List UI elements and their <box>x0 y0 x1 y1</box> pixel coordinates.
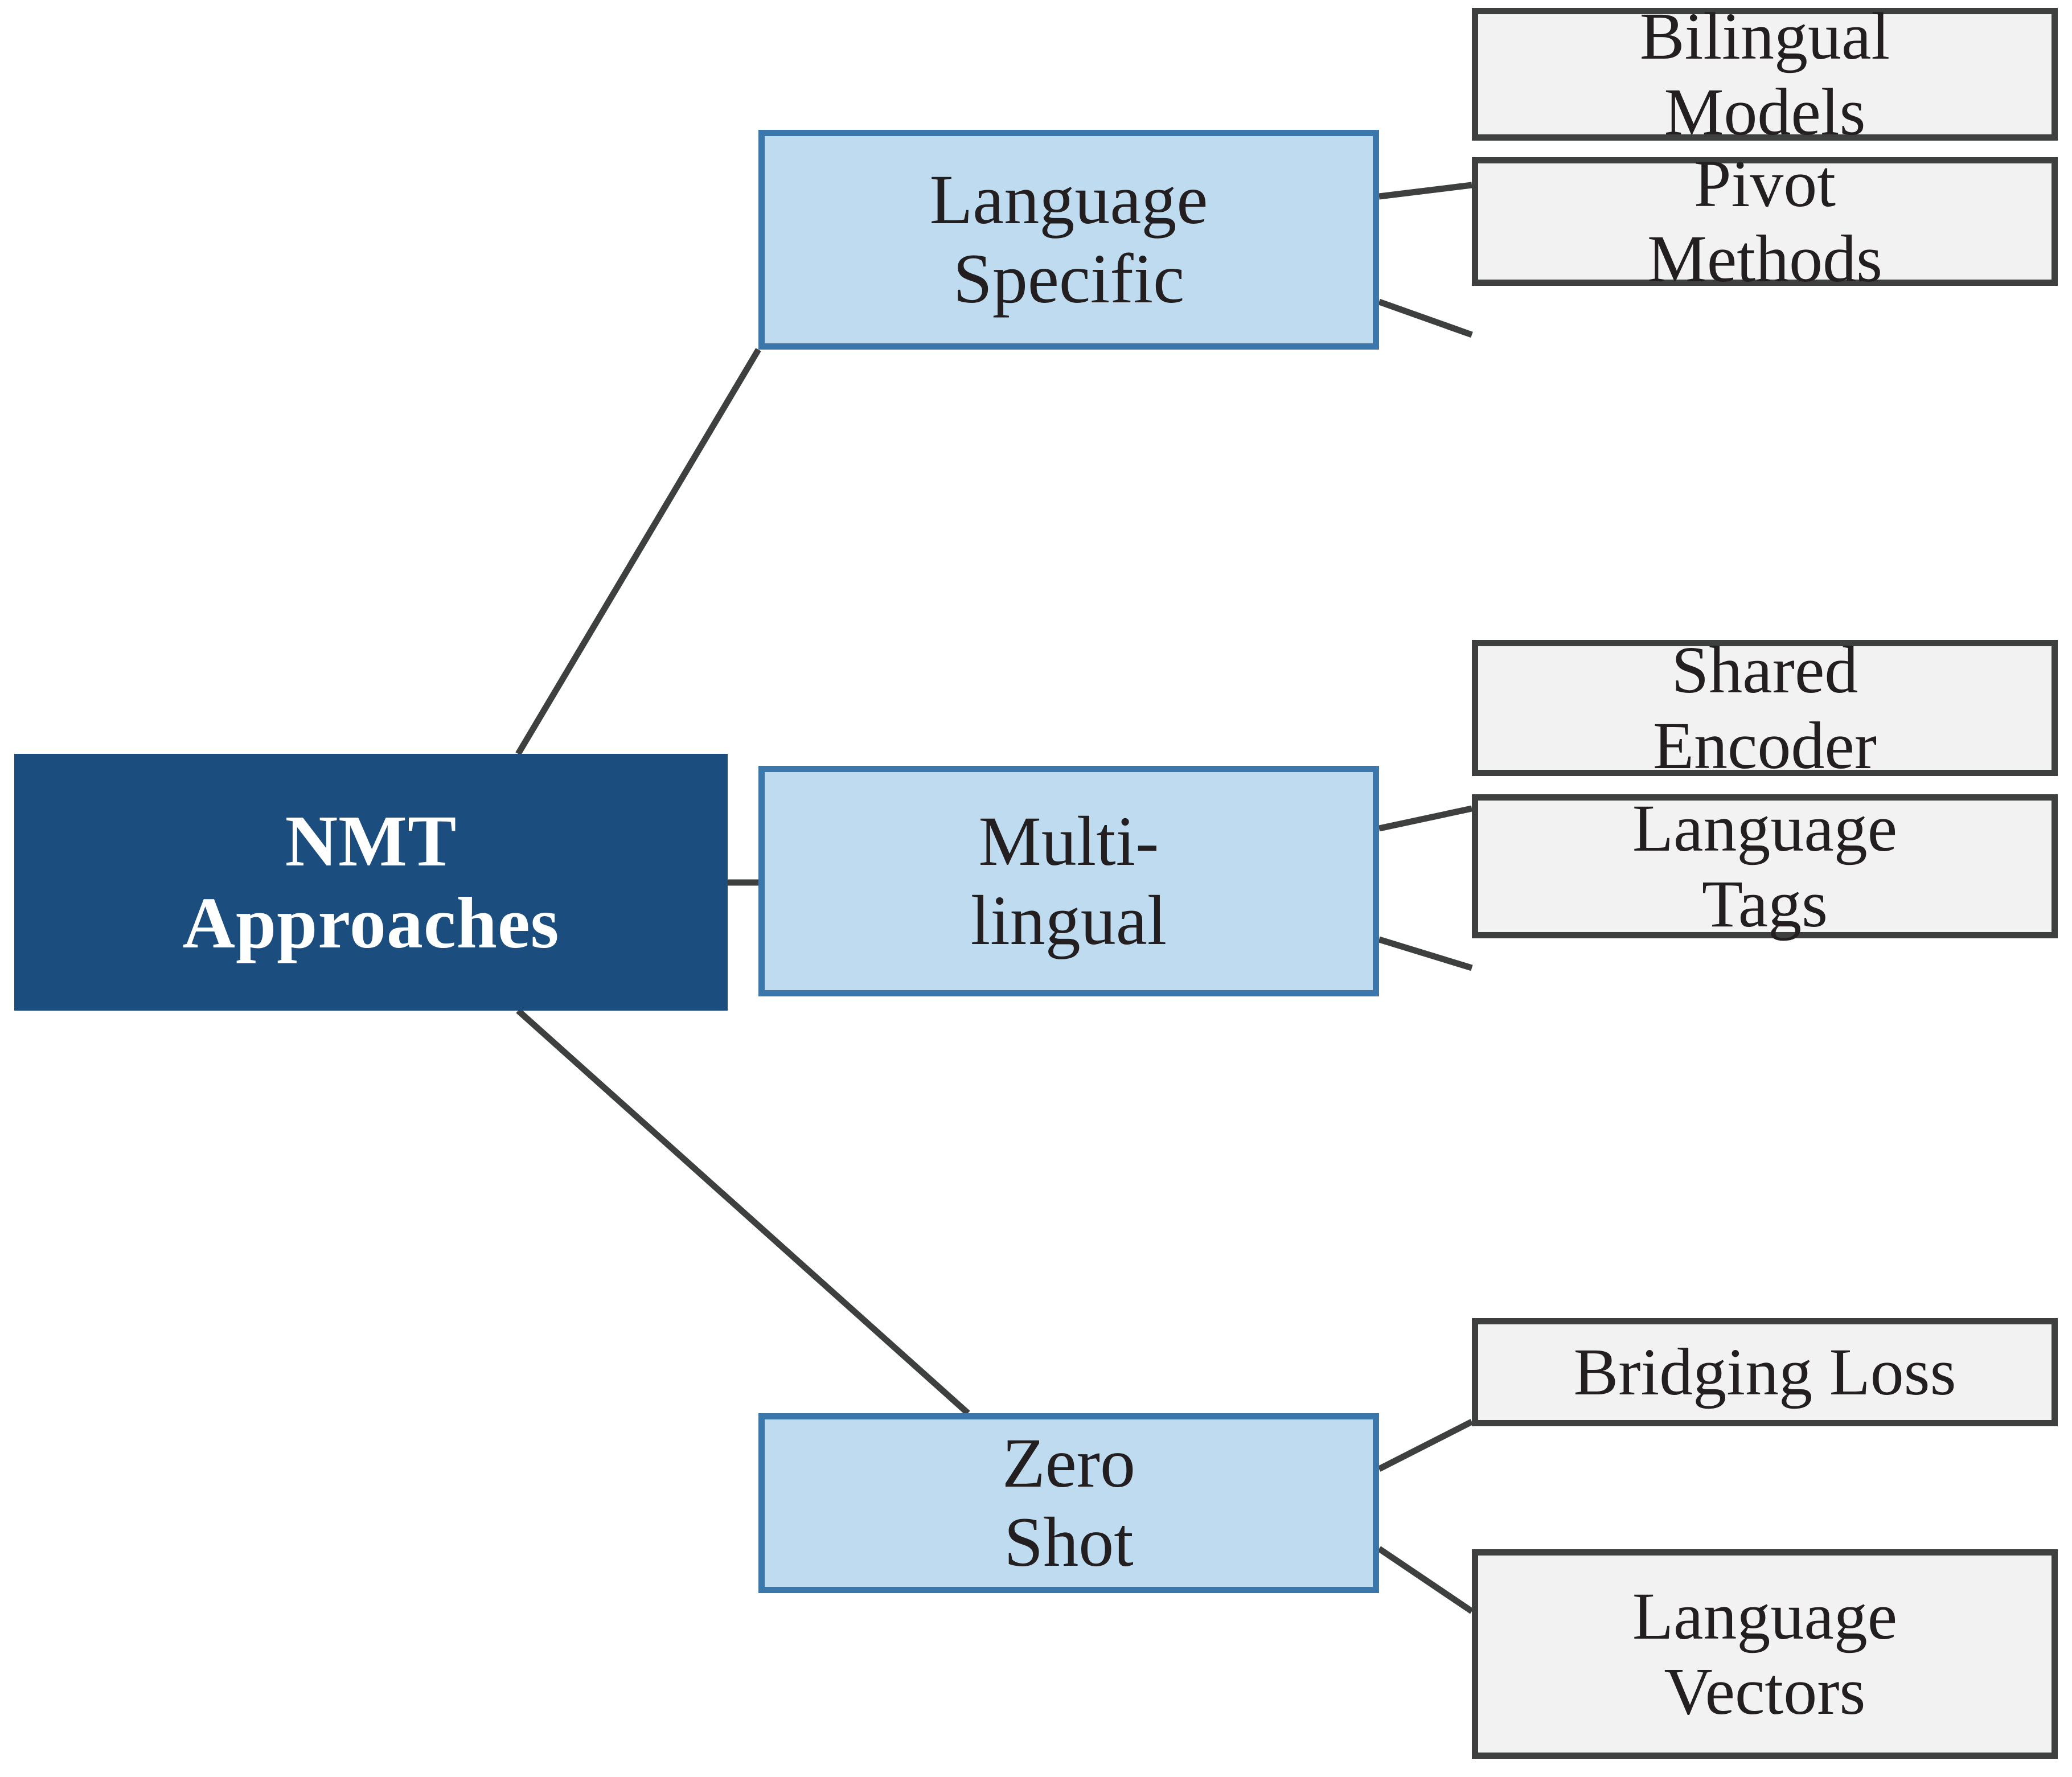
node-language-vectors[interactable]: Language Vectors <box>1472 1549 2058 1759</box>
edge-language-specific-to-pivot-methods <box>1378 298 1473 338</box>
node-zero-shot[interactable]: Zero Shot <box>758 1413 1379 1593</box>
node-label: Zero Shot <box>1002 1424 1136 1581</box>
edge-root-to-zero-shot <box>516 1008 970 1416</box>
node-bilingual-models[interactable]: Bilingual Models <box>1472 0 2058 149</box>
node-label: Multi- lingual <box>970 802 1167 959</box>
node-label: NMT Approaches <box>182 801 560 963</box>
edge-multilingual-to-shared-encoder <box>1378 805 1473 832</box>
node-pivot-methods[interactable]: Pivot Methods <box>1472 146 2058 296</box>
node-label: Pivot Methods <box>1647 146 1882 296</box>
node-language-tags[interactable]: Language Tags <box>1472 791 2058 941</box>
edge-zero-shot-to-language-vectors <box>1377 1546 1474 1614</box>
node-label: Language Vectors <box>1632 1578 1898 1729</box>
node-label: Language Tags <box>1632 791 1898 941</box>
edge-root-to-language-specific <box>515 348 761 756</box>
edge-language-specific-to-bilingual-models <box>1378 182 1472 200</box>
edge-zero-shot-to-bridging-loss <box>1377 1419 1474 1472</box>
node-label: Language Specific <box>929 161 1208 318</box>
node-nmt-approaches[interactable]: NMT Approaches <box>14 754 728 1011</box>
node-bridging-loss[interactable]: Bridging Loss <box>1472 1318 2058 1426</box>
node-language-specific[interactable]: Language Specific <box>758 130 1379 350</box>
node-label: Shared Encoder <box>1652 633 1877 783</box>
node-multilingual[interactable]: Multi- lingual <box>758 766 1379 996</box>
node-label: Bridging Loss <box>1573 1334 1956 1409</box>
node-label: Bilingual Models <box>1639 0 1890 149</box>
node-shared-encoder[interactable]: Shared Encoder <box>1472 633 2058 783</box>
edge-multilingual-to-language-tags <box>1378 936 1473 971</box>
